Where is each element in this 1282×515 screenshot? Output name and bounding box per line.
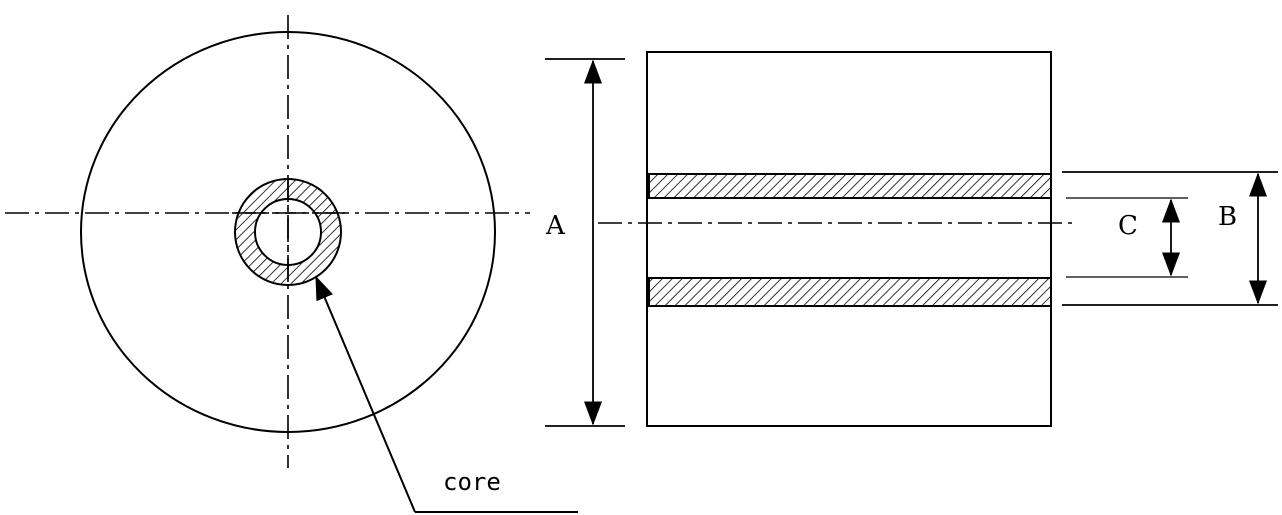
core-callout: core — [315, 275, 578, 513]
core-label: core — [443, 468, 501, 496]
dimension-a-label: A — [545, 211, 566, 241]
roll-side-outline — [646, 51, 1052, 427]
dimension-c: C — [1066, 197, 1188, 278]
dimension-b-label: B — [1218, 202, 1237, 232]
core-ring-hatched — [235, 180, 342, 285]
core-bottom-wall-hatched — [648, 277, 1052, 307]
side-view — [598, 51, 1072, 427]
front-view — [5, 15, 530, 468]
core-leader-line — [315, 275, 416, 513]
dimension-b: B — [1062, 171, 1278, 306]
outer-roll-circle — [80, 31, 496, 433]
dimension-c-label: C — [1118, 211, 1138, 241]
dimension-a: A — [545, 58, 625, 427]
core-top-wall-hatched — [648, 173, 1052, 199]
